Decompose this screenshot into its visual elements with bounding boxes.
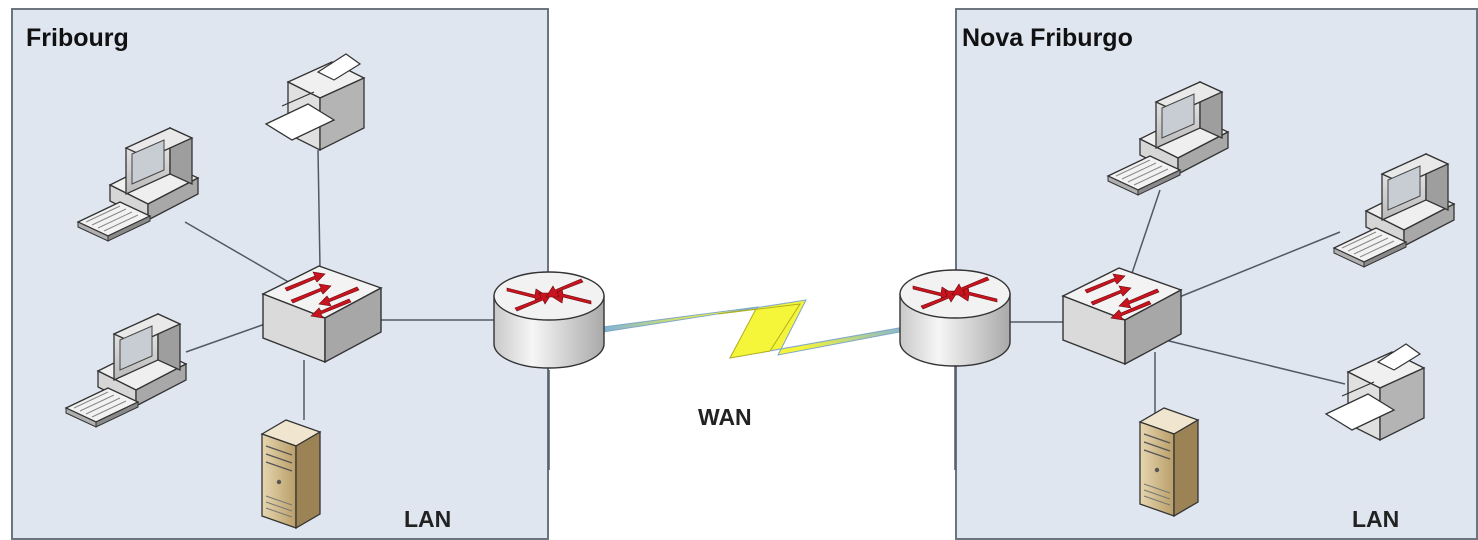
printer-icon	[265, 53, 365, 151]
server-icon	[261, 419, 321, 529]
computer-icon	[1107, 81, 1229, 196]
link-right-computer2-switch	[1161, 231, 1341, 305]
printer-icon	[1325, 343, 1425, 441]
wan-link	[602, 299, 911, 359]
link-left-computer2-switch	[185, 323, 266, 353]
computer-icon	[65, 313, 187, 428]
lan-label-left: LAN	[404, 506, 452, 532]
links	[184, 149, 1346, 470]
switch-icon	[262, 265, 382, 363]
switch-icon	[1062, 267, 1182, 365]
site-title-left: Fribourg	[26, 24, 129, 52]
wan-label: WAN	[698, 404, 752, 430]
router-icon	[899, 269, 1011, 367]
computer-icon	[77, 127, 199, 242]
lan-label-right: LAN	[1352, 506, 1400, 532]
site-title-right: Nova Friburgo	[962, 24, 1133, 52]
server-icon	[1139, 407, 1199, 517]
link-right-computer1-switch	[1127, 189, 1161, 286]
router-icon	[493, 271, 605, 369]
link-left-computer1-switch	[184, 221, 293, 285]
link-right-printer-switch	[1164, 339, 1346, 385]
computer-icon	[1333, 153, 1455, 268]
link-left-printer-switch	[317, 149, 321, 269]
